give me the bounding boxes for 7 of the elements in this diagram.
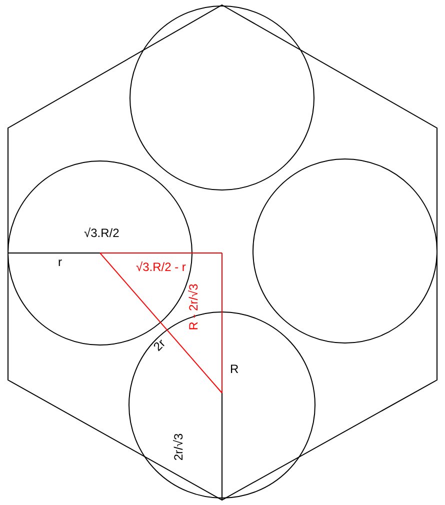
dimension-label: 2r/√3 [172,433,186,461]
dimension-label: r [58,255,62,269]
dimension-label: √3.R/2 [84,226,120,240]
dimension-label: √3.R/2 - r [136,260,186,274]
dimension-label: 2r [150,336,168,354]
dimension-label: R [230,362,239,376]
dimension-label: R - 2r/√3 [186,284,200,330]
